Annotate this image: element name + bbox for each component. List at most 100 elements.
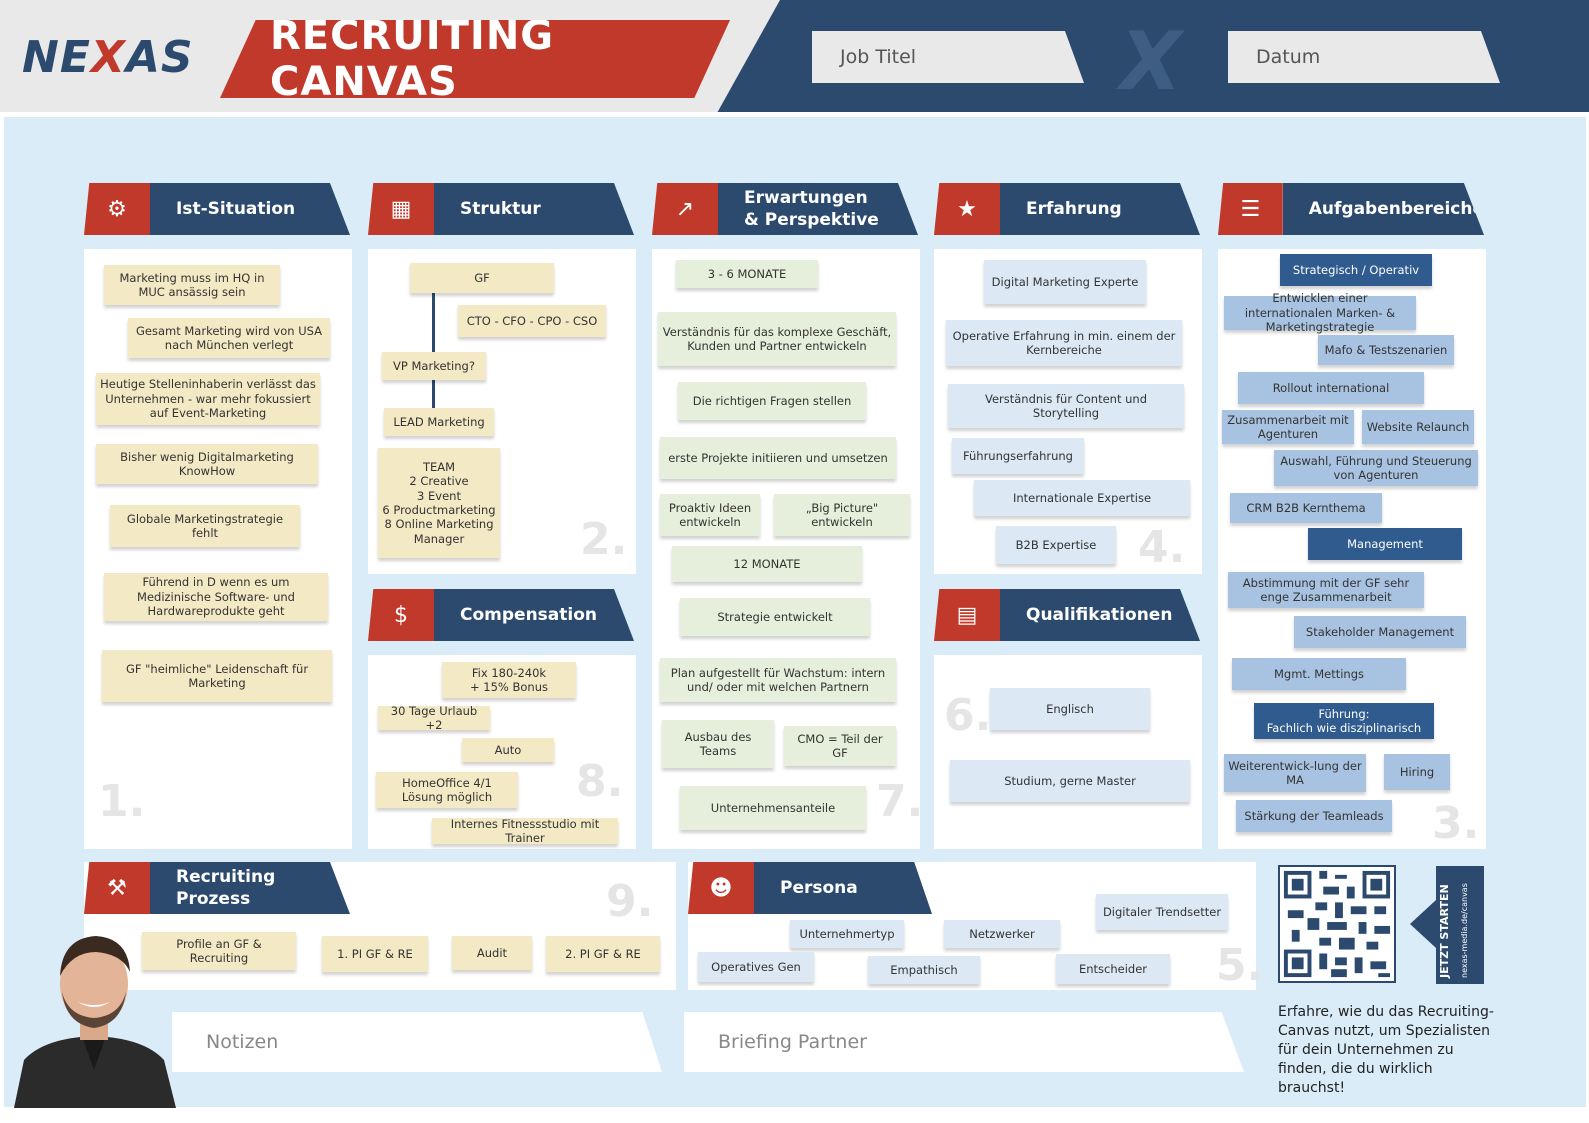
compensation-header: $ Compensation bbox=[368, 589, 634, 641]
briefing-partner-field[interactable]: Briefing Partner bbox=[684, 1012, 1244, 1072]
note: Audit bbox=[452, 936, 532, 970]
section-number: 7. bbox=[876, 776, 924, 827]
note: Management bbox=[1308, 528, 1462, 560]
note: Entwicklen einer internationalen Marken-… bbox=[1224, 291, 1416, 334]
qr-code-icon[interactable] bbox=[1278, 865, 1396, 983]
erwartungen-header: ↗ Erwartungen & Perspektive bbox=[652, 183, 918, 235]
note: Fix 180-240k + 15% Bonus bbox=[442, 662, 576, 698]
jetzt-starten-label: JETZT STARTEN bbox=[1438, 884, 1451, 978]
compensation-title: Compensation bbox=[434, 589, 634, 641]
section-number: 4. bbox=[1138, 522, 1186, 573]
note: TEAM 2 Creative 3 Event 6 Productmarketi… bbox=[378, 448, 500, 558]
note: Website Relaunch bbox=[1362, 410, 1474, 444]
aufgaben-header: ☰ Aufgabenbereiche bbox=[1218, 183, 1484, 235]
note: Mgmt. Mettings bbox=[1232, 658, 1406, 690]
analysis-icon: ⚙ bbox=[84, 183, 150, 235]
org-chart-icon: ▦ bbox=[368, 183, 434, 235]
note: Plan aufgestellt für Wachstum: intern un… bbox=[660, 658, 896, 702]
date-field[interactable]: Datum bbox=[1228, 31, 1500, 83]
section-number: 9. bbox=[606, 876, 654, 927]
qualifikationen-header: ▤ Qualifikationen bbox=[934, 589, 1200, 641]
note: VP Marketing? bbox=[382, 352, 486, 380]
section-number: 1. bbox=[98, 776, 146, 827]
aufgaben-title: Aufgabenbereiche bbox=[1282, 183, 1484, 235]
note: Auto bbox=[462, 738, 554, 762]
profile-icon: ☻ bbox=[688, 862, 754, 914]
ist-situation-header: ⚙ Ist-Situation bbox=[84, 183, 350, 235]
task-list-icon: ☰ bbox=[1218, 183, 1283, 235]
note: Strategie entwickelt bbox=[680, 598, 870, 636]
note: Digital Marketing Experte bbox=[984, 260, 1146, 304]
section-number: 2. bbox=[580, 514, 628, 565]
note: Bisher wenig Digitalmarketing KnowHow bbox=[96, 444, 318, 484]
note: Ausbau des Teams bbox=[662, 720, 774, 768]
team-icon: ★ bbox=[934, 183, 1000, 235]
note: Führend in D wenn es um Medizinische Sof… bbox=[104, 573, 328, 621]
job-title-field[interactable]: Job Titel bbox=[812, 31, 1084, 83]
note: 3 - 6 MONATE bbox=[676, 260, 818, 288]
erfahrung-title: Erfahrung bbox=[1000, 183, 1200, 235]
jetzt-starten-button[interactable]: JETZT STARTEN nexas-media.de/canvas bbox=[1436, 866, 1484, 984]
note: Abstimmung mit der GF sehr enge Zusammen… bbox=[1228, 572, 1424, 608]
note: 30 Tage Urlaub +2 bbox=[378, 704, 490, 732]
note: Proaktiv Ideen entwickeln bbox=[660, 494, 760, 536]
note: Marketing muss im HQ in MUC ansässig sei… bbox=[104, 265, 280, 305]
section-number: 3. bbox=[1432, 798, 1480, 849]
growth-chart-icon: ↗ bbox=[652, 183, 718, 235]
org-line bbox=[432, 380, 435, 408]
note: Mafo & Testszenarien bbox=[1318, 335, 1454, 365]
note: 2. PI GF & RE bbox=[546, 936, 660, 972]
note: 12 MONATE bbox=[672, 546, 862, 582]
note: Internes Fitnessstudio mit Trainer bbox=[432, 817, 618, 845]
note: Strategisch / Operativ bbox=[1280, 254, 1432, 286]
note: Empathisch bbox=[868, 956, 980, 984]
certificate-icon: ▤ bbox=[934, 589, 1000, 641]
note: Stärkung der Teamleads bbox=[1236, 800, 1392, 832]
note: Englisch bbox=[990, 688, 1150, 730]
note: B2B Expertise bbox=[996, 526, 1116, 564]
note: Verständnis für das komplexe Geschäft, K… bbox=[658, 312, 896, 366]
page-title: RECRUITING CANVAS bbox=[220, 20, 730, 98]
note: CRM B2B Kernthema bbox=[1230, 493, 1382, 523]
persona-title: Persona bbox=[754, 862, 932, 914]
note: Unternehmertyp bbox=[790, 920, 904, 948]
note: Rollout international bbox=[1238, 372, 1424, 404]
note: Weiterentwick-lung der MA bbox=[1224, 754, 1366, 792]
note: HomeOffice 4/1 Lösung möglich bbox=[376, 772, 518, 808]
section-number: 5. bbox=[1216, 940, 1264, 991]
canvas-url: nexas-media.de/canvas bbox=[1460, 883, 1469, 978]
qualifikationen-panel bbox=[934, 655, 1202, 849]
promo-text: Erfahre, wie du das Recruiting-Canvas nu… bbox=[1278, 1004, 1494, 1096]
org-line bbox=[432, 292, 435, 354]
struktur-title: Struktur bbox=[434, 183, 634, 235]
ist-situation-title: Ist-Situation bbox=[150, 183, 350, 235]
note: Operative Erfahrung in min. einem der Ke… bbox=[946, 320, 1182, 366]
note: „Big Picture" entwickeln bbox=[774, 494, 910, 536]
note: GF bbox=[410, 263, 554, 293]
nexas-logo: NEXAS bbox=[22, 32, 194, 83]
note: LEAD Marketing bbox=[384, 408, 494, 436]
note: Führung: Fachlich wie disziplinarisch bbox=[1254, 703, 1434, 739]
note: Operatives Gen bbox=[698, 952, 814, 982]
qualifikationen-title: Qualifikationen bbox=[1000, 589, 1200, 641]
section-number: 6. bbox=[944, 690, 992, 741]
note: Führungserfahrung bbox=[952, 438, 1084, 474]
note: Digitaler Trendsetter bbox=[1096, 894, 1228, 930]
note: Profile an GF & Recruiting bbox=[142, 932, 296, 970]
note: Netzwerker bbox=[944, 920, 1060, 948]
note: Heutige Stelleninhaberin verlässt das Un… bbox=[96, 373, 320, 425]
note: Auswahl, Führung und Steuerung von Agent… bbox=[1274, 450, 1478, 486]
x-watermark-icon: X bbox=[1120, 15, 1182, 108]
note: 1. PI GF & RE bbox=[322, 936, 428, 972]
note: CTO - CFO - CPO - CSO bbox=[458, 305, 606, 337]
note: Stakeholder Management bbox=[1294, 616, 1466, 648]
section-number: 8. bbox=[576, 756, 624, 807]
note: Zusammenarbeit mit Agenturen bbox=[1222, 410, 1354, 444]
note: Entscheider bbox=[1056, 954, 1170, 984]
note: Verständnis für Content und Storytelling bbox=[948, 384, 1184, 428]
presenter-portrait bbox=[14, 936, 176, 1108]
notes-field[interactable]: Notizen bbox=[172, 1012, 662, 1072]
note: Internationale Expertise bbox=[974, 480, 1190, 516]
note: erste Projekte initiieren und umsetzen bbox=[660, 437, 896, 479]
process-icon: ⚒ bbox=[84, 862, 150, 914]
